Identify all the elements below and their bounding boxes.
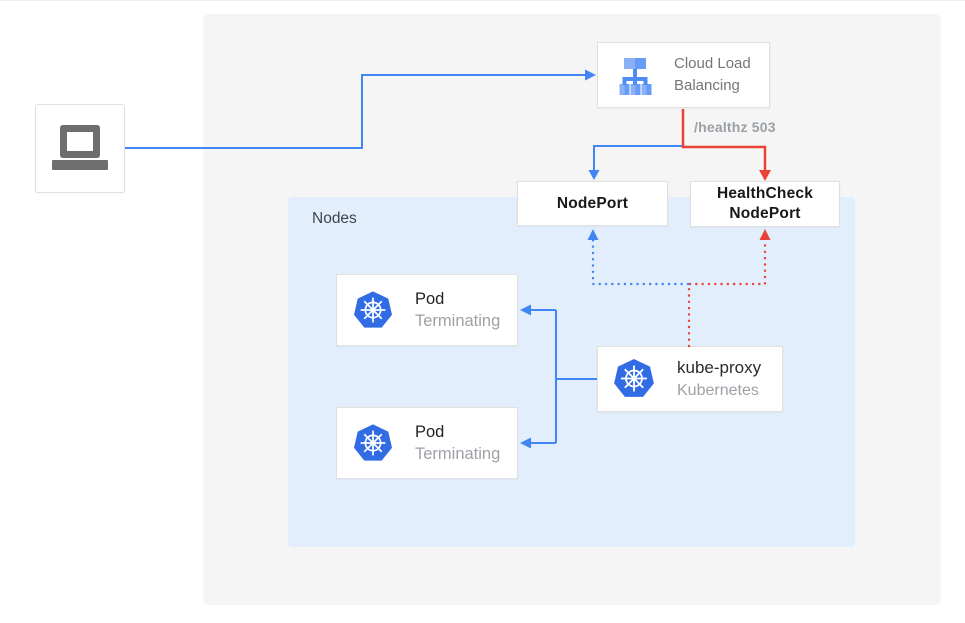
- kubernetes-icon: [354, 423, 392, 461]
- healthz-503-label: /healthz 503: [694, 119, 776, 135]
- kube-proxy-node: kube-proxy Kubernetes: [597, 346, 783, 412]
- page-top-divider: [0, 0, 965, 1]
- laptop-icon: [52, 124, 108, 170]
- pod-title: Pod: [415, 422, 445, 441]
- client-node: [35, 104, 125, 193]
- healthcheck-label-line2: NodePort: [729, 205, 801, 222]
- kube-proxy-title: kube-proxy: [677, 357, 762, 377]
- nodeport-label: NodePort: [556, 194, 629, 212]
- nodeport-node: NodePort: [517, 181, 668, 226]
- pod-status: Terminating: [415, 445, 501, 463]
- kubernetes-icon: [614, 359, 654, 397]
- cloud-load-balancing-label: Cloud Load Balancing: [674, 55, 751, 94]
- kubernetes-icon: [354, 290, 392, 328]
- cloud-load-balancing-icon: [619, 58, 652, 95]
- pod-node-2: Pod Terminating: [336, 407, 518, 479]
- cloud-load-balancing-node: Cloud Load Balancing: [597, 42, 770, 108]
- pod-title: Pod: [415, 289, 445, 308]
- healthcheck-nodeport-label: HealthCheck NodePort: [717, 184, 813, 224]
- pod-status: Terminating: [415, 312, 501, 330]
- kube-proxy-subtitle: Kubernetes: [677, 381, 759, 399]
- healthcheck-nodeport-node: HealthCheck NodePort: [690, 181, 840, 227]
- nodes-group-label: Nodes: [312, 210, 357, 227]
- healthcheck-label-line1: HealthCheck: [716, 184, 814, 202]
- pod-node-1: Pod Terminating: [336, 274, 518, 346]
